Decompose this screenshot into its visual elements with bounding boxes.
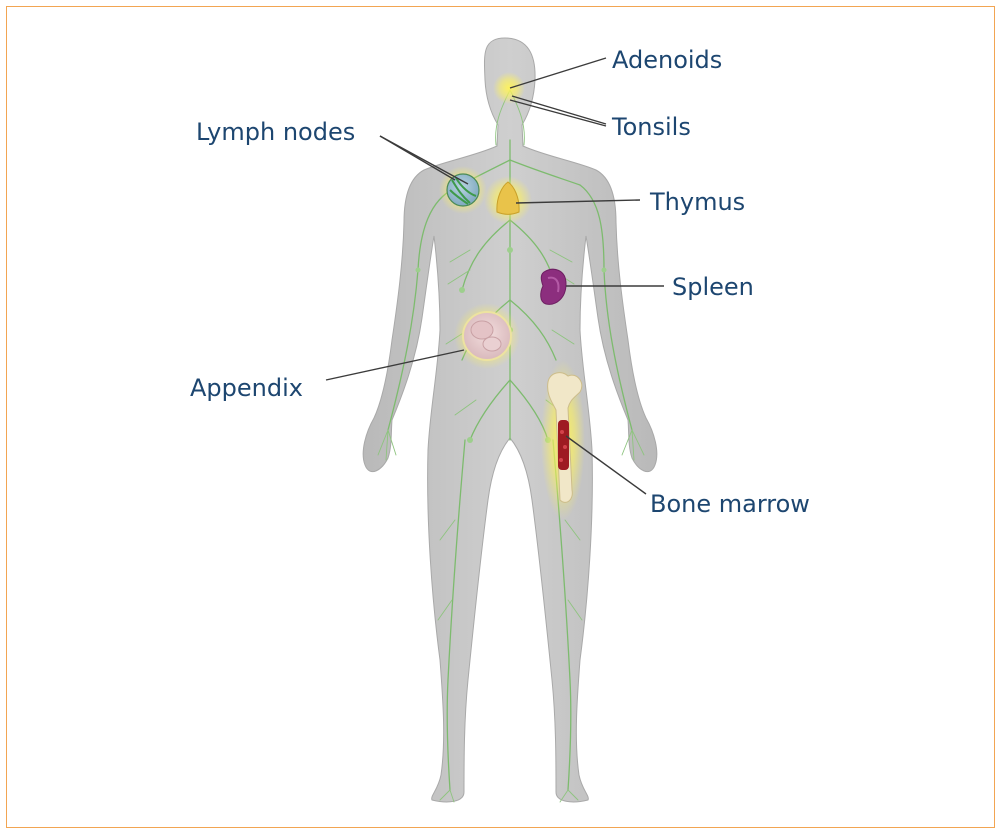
lymph-node-illustration — [439, 166, 487, 214]
appendix-illustration — [454, 303, 520, 369]
label-appendix: Appendix — [190, 374, 303, 402]
label-tonsils: Tonsils — [611, 113, 691, 141]
adenoids-tonsils-highlight — [493, 72, 525, 104]
label-spleen: Spleen — [672, 273, 754, 301]
thymus-illustration — [484, 176, 532, 224]
label-adenoids: Adenoids — [612, 46, 722, 74]
label-bone-marrow: Bone marrow — [650, 490, 810, 518]
label-lymph-nodes: Lymph nodes — [196, 118, 355, 146]
label-thymus: Thymus — [649, 188, 745, 216]
bone-marrow-illustration — [541, 360, 585, 520]
